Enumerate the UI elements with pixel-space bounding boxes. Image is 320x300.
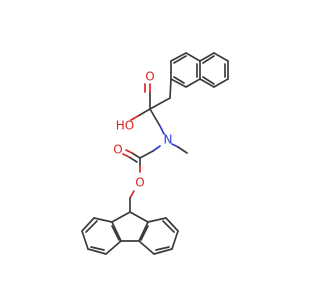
- bond: [153, 248, 173, 255]
- bond: [137, 108, 151, 117]
- bond: [129, 211, 149, 223]
- bond: [199, 78, 215, 88]
- bond: [171, 143, 179, 148]
- atom-label-o-acid: O: [145, 70, 154, 84]
- side-chain: [149, 78, 172, 110]
- bond: [122, 153, 130, 158]
- fluorenyl-group: [81, 211, 179, 255]
- bond: [129, 190, 135, 199]
- bond: [152, 145, 161, 152]
- bond: [165, 217, 179, 232]
- bond: [149, 108, 161, 127]
- bond: [169, 78, 172, 99]
- bond: [130, 115, 139, 121]
- bond: [85, 220, 98, 233]
- bond: [111, 221, 122, 242]
- bond: [173, 55, 187, 64]
- bond: [170, 52, 187, 62]
- bond: [131, 152, 141, 159]
- bond: [213, 52, 229, 62]
- atom-label-n: N: [164, 133, 173, 147]
- bond: [111, 211, 131, 223]
- bond: [93, 217, 113, 223]
- bond: [185, 52, 201, 62]
- bond: [173, 76, 185, 84]
- bond: [162, 220, 175, 233]
- bond: [81, 230, 89, 250]
- bond: [105, 240, 122, 255]
- bond: [149, 97, 171, 110]
- naphthalene-ring: [170, 52, 229, 88]
- atom-label-oh: HO: [116, 119, 134, 133]
- bond: [90, 246, 105, 251]
- bond: [202, 76, 215, 85]
- bond: [128, 156, 138, 163]
- bond: [159, 125, 165, 135]
- bond: [138, 240, 155, 255]
- bond: [171, 230, 179, 250]
- bond: [139, 150, 154, 159]
- bond: [185, 78, 201, 88]
- bond: [199, 52, 215, 62]
- bond: [140, 225, 149, 241]
- bond: [125, 149, 133, 154]
- bond: [138, 221, 149, 242]
- bond: [111, 225, 120, 241]
- bond: [213, 78, 229, 88]
- bond: [155, 246, 170, 251]
- n-methyl-carbamate: [122, 108, 188, 213]
- atom-label-o-carbamate: O: [113, 143, 122, 157]
- atom-label-o-ether: O: [135, 176, 144, 190]
- bond: [177, 146, 188, 154]
- bond: [147, 217, 167, 223]
- molecule-structure: HO O N O O: [0, 0, 300, 300]
- bond: [81, 217, 95, 232]
- bond: [87, 248, 107, 255]
- background: [0, 0, 300, 300]
- bond: [202, 55, 215, 64]
- carboxylic-acid: [130, 83, 151, 121]
- bond: [170, 78, 187, 88]
